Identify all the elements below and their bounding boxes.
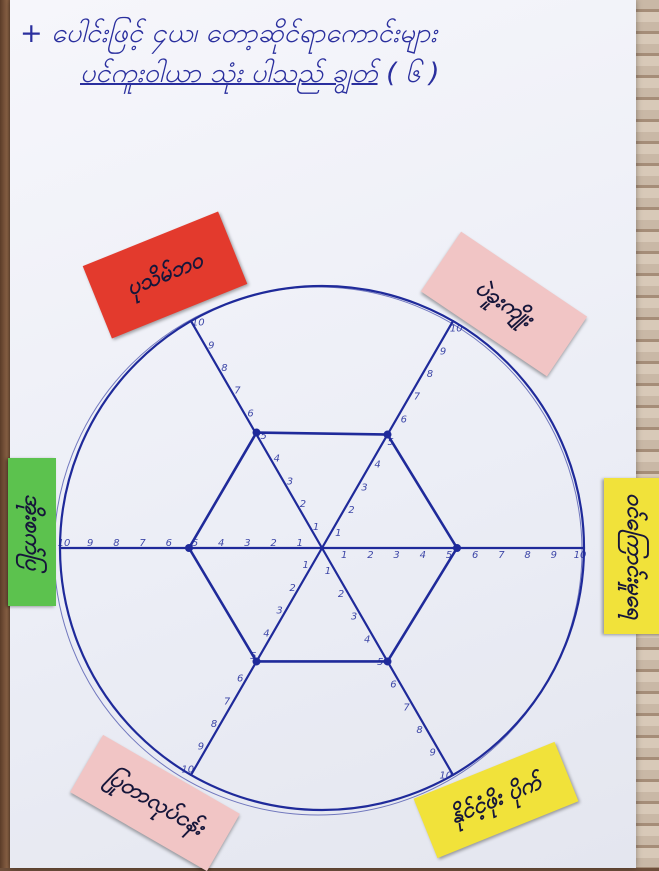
- hexagon-vertex-3: [253, 657, 261, 665]
- axis-top-right-tick-10: 10: [450, 324, 463, 335]
- axis-right-tick-2: 2: [367, 550, 373, 561]
- card-left: အိုးစက်ပြ: [8, 458, 56, 606]
- axis-left-tick-7: 7: [139, 538, 146, 549]
- axis-left-tick-1: 1: [297, 538, 303, 549]
- axis-top-right-tick-6: 6: [401, 414, 407, 425]
- axis-left-tick-6: 6: [166, 538, 172, 549]
- card-right: ဝင်ကြောင်းမှုရေ: [604, 478, 659, 634]
- card-left-label: အိုးစက်ပြ: [16, 494, 49, 570]
- axis-top-left-tick-3: 3: [287, 476, 293, 487]
- axis-bottom-right-tick-8: 8: [416, 725, 422, 736]
- axis-top-left-tick-6: 6: [247, 408, 253, 419]
- axis-bottom-left-tick-9: 9: [198, 742, 204, 753]
- axis-left-tick-9: 9: [87, 538, 93, 549]
- axis-top-left-tick-9: 9: [208, 340, 214, 351]
- axis-top-left-tick-2: 2: [300, 499, 306, 510]
- axis-top-right-tick-1: 1: [335, 528, 341, 539]
- axis-left-tick-2: 2: [270, 538, 276, 549]
- axis-top-right-tick-9: 9: [440, 346, 446, 357]
- axis-right-tick-7: 7: [498, 550, 505, 561]
- axis-left-tick-8: 8: [113, 538, 119, 549]
- axis-bottom-left-tick-3: 3: [276, 606, 282, 617]
- axis-bottom-right-tick-1: 1: [325, 566, 331, 577]
- axis-right-tick-8: 8: [524, 550, 530, 561]
- axis-bottom-right-tick-3: 3: [351, 612, 357, 623]
- axis-top-left-tick-10: 10: [192, 318, 205, 329]
- axis-left-tick-3: 3: [244, 538, 250, 549]
- axis-bottom-left-tick-4: 4: [263, 628, 269, 639]
- card-right-label: ဝင်ကြောင်းမှုရေ: [618, 493, 651, 619]
- axis-top-right-tick-4: 4: [374, 460, 380, 471]
- axis-bottom-left-tick-10: 10: [181, 764, 194, 775]
- card-top-right-label: ပဲခူးကျိုး: [468, 272, 540, 335]
- card-top-left-label: ပုသိမ်ဘဝ: [122, 245, 208, 306]
- hexagon-vertex-5: [253, 429, 261, 437]
- axis-right-tick-10: 10: [574, 550, 587, 561]
- axis-bottom-right-tick-10: 10: [439, 770, 452, 781]
- axis-bottom-left-tick-6: 6: [237, 674, 243, 685]
- axis-bottom-right-tick-9: 9: [430, 748, 436, 759]
- axis-right-tick-4: 4: [420, 550, 426, 561]
- axis-bottom-right-tick-2: 2: [338, 589, 344, 600]
- hexagon-vertex-6: [384, 431, 392, 439]
- axis-bottom-left-tick-1: 1: [303, 560, 309, 571]
- axis-top-right-tick-3: 3: [361, 482, 367, 493]
- axis-bottom-right-tick-7: 7: [403, 702, 410, 713]
- hexagon-vertex-2: [384, 657, 392, 665]
- axis-right-tick-6: 6: [472, 550, 478, 561]
- axis-right-tick-1: 1: [341, 550, 347, 561]
- axis-top-left-tick-1: 1: [313, 522, 319, 533]
- axis-right-tick-3: 3: [393, 550, 399, 561]
- hexagon-vertex-1: [453, 544, 461, 552]
- axis-left-tick-10: 10: [58, 538, 71, 549]
- hexagon-vertex-4: [185, 544, 193, 552]
- axis-bottom-right-tick-4: 4: [364, 634, 370, 645]
- axis-top-left-tick-8: 8: [221, 363, 227, 374]
- axis-top-left-tick-7: 7: [234, 386, 241, 397]
- axis-bottom-left-tick-2: 2: [289, 583, 295, 594]
- axis-bottom-right-tick-6: 6: [390, 680, 396, 691]
- axis-top-right-tick-8: 8: [427, 369, 433, 380]
- axis-right-tick-9: 9: [551, 550, 557, 561]
- axis-top-right-tick-2: 2: [348, 505, 354, 516]
- axis-top-left-tick-4: 4: [274, 454, 280, 465]
- axis-bottom-left-tick-7: 7: [224, 696, 231, 707]
- axis-top-right-tick-7: 7: [414, 392, 421, 403]
- axis-left-tick-4: 4: [218, 538, 224, 549]
- axis-bottom-left-tick-8: 8: [211, 719, 217, 730]
